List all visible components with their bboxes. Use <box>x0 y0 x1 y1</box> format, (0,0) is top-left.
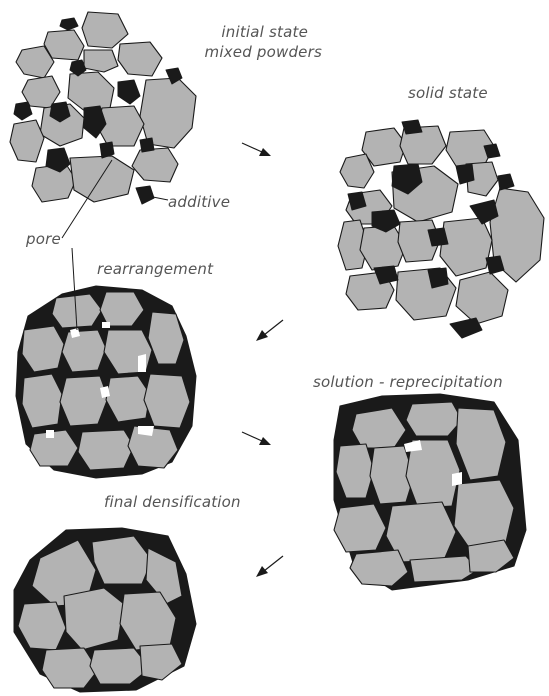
stage-solid-state <box>338 120 544 338</box>
stage-initial-state <box>10 12 196 204</box>
ceramic-particles <box>334 402 514 586</box>
label-solution-reprecipitation: solution - reprecipitation <box>313 373 503 391</box>
stage-final-densification <box>14 528 196 692</box>
label-additive: additive <box>168 193 230 211</box>
ceramic-particles <box>18 536 182 688</box>
stage-solution-reprecipitation <box>334 394 526 590</box>
label-mixed-powders: mixed powders <box>205 43 322 61</box>
label-pore: pore <box>25 230 61 248</box>
ceramic-particles <box>338 126 544 324</box>
arrow-solid-to-rearrangement <box>256 320 283 341</box>
arrow-rearrangement-to-solution <box>242 432 271 445</box>
stage-rearrangement <box>16 286 196 478</box>
arrow-solution-to-final <box>256 556 283 577</box>
label-solid-state: solid state <box>408 84 488 102</box>
label-final-densification: final densification <box>104 493 241 511</box>
label-rearrangement: rearrangement <box>97 260 214 278</box>
arrow-initial-to-solid <box>242 143 271 156</box>
label-initial-state: initial state <box>221 23 308 41</box>
